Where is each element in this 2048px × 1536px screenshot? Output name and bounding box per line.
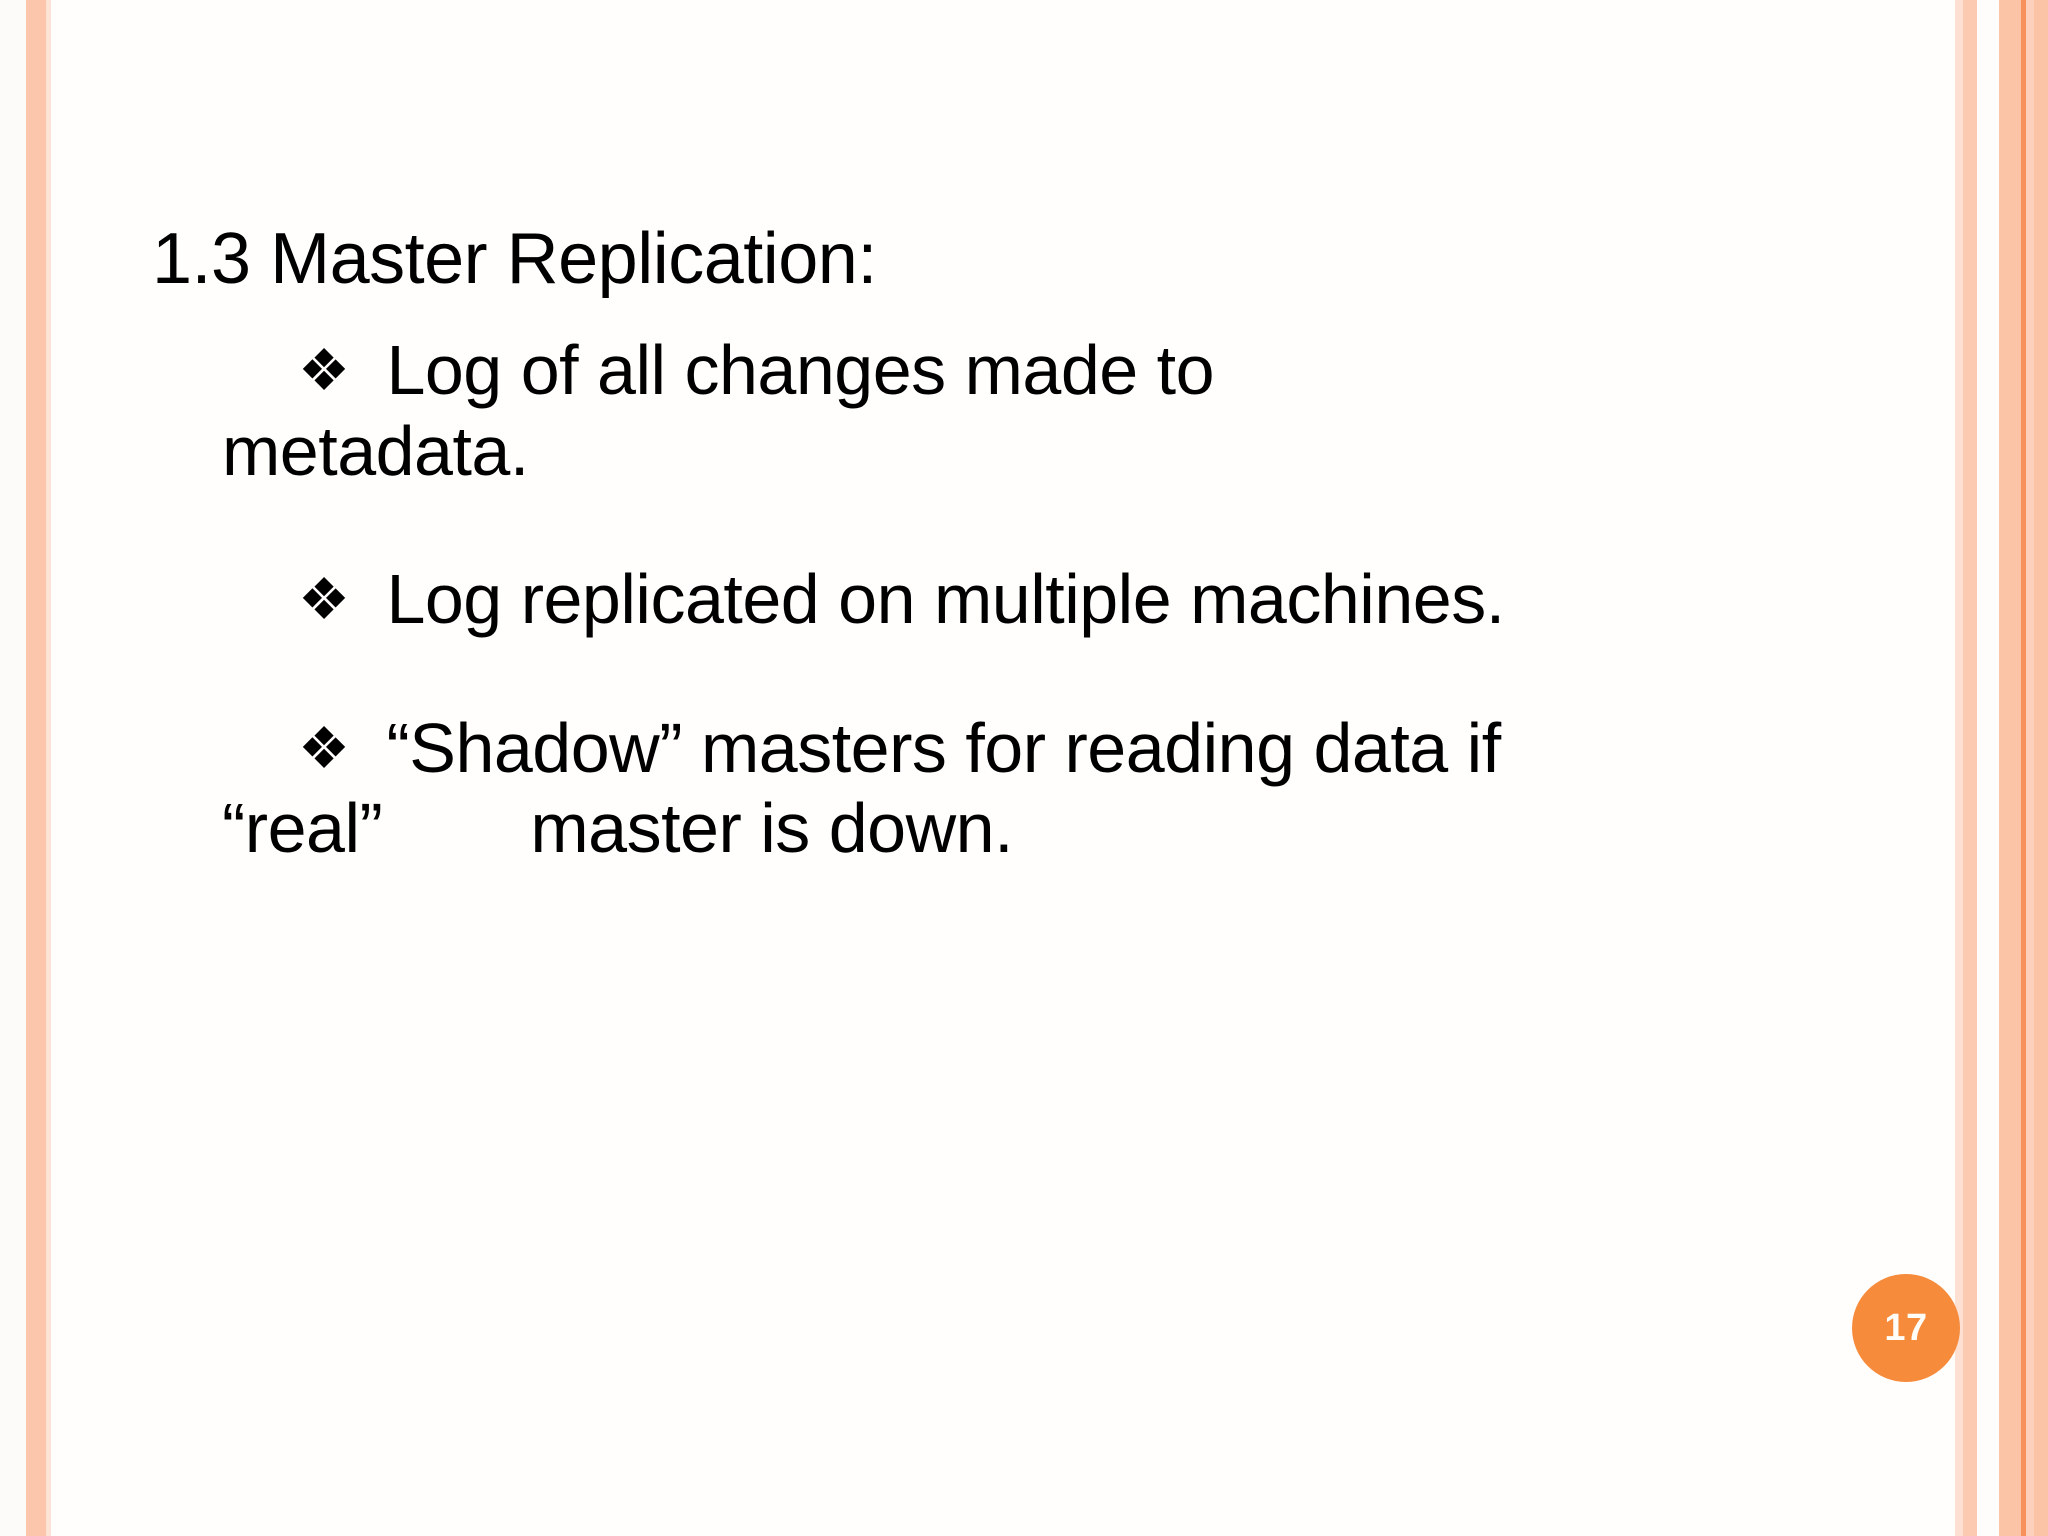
right-stripe-2	[1963, 0, 1977, 1536]
bullet-list: ❖ Log of all changes made to metadata. ❖…	[222, 330, 1532, 869]
bullet-text: Log of all changes made to metadata.	[222, 331, 1233, 490]
bullet-item: ❖ Log replicated on multiple machines.	[222, 559, 1532, 640]
right-stripe-5	[2021, 0, 2026, 1536]
right-stripe-4	[1999, 0, 2021, 1536]
right-stripe-3	[1977, 0, 1999, 1536]
bullet-text: “Shadow” masters for reading data if “re…	[222, 708, 1520, 868]
left-stripe-thin	[46, 0, 51, 1536]
four-diamond-bullet-icon: ❖	[298, 567, 350, 632]
right-stripe-7	[2034, 0, 2048, 1536]
bullet-item: ❖ “Shadow” masters for reading data if “…	[222, 708, 1532, 869]
right-stripe-6	[2026, 0, 2034, 1536]
page-number-badge: 17	[1852, 1274, 1960, 1382]
right-stripe-1	[1955, 0, 1963, 1536]
slide-title: 1.3 Master Replication:	[152, 219, 877, 299]
four-diamond-bullet-icon: ❖	[298, 715, 350, 781]
left-stripe-outer	[0, 0, 26, 1536]
left-stripe-gap	[51, 0, 65, 1536]
bullet-text: Log replicated on multiple machines.	[367, 560, 1505, 638]
left-stripe-main	[26, 0, 46, 1536]
bullet-item: ❖ Log of all changes made to metadata.	[222, 330, 1532, 491]
page-number-text: 17	[1884, 1307, 1928, 1349]
bullet-text-continued: master is down.	[530, 789, 1014, 867]
four-diamond-bullet-icon: ❖	[298, 338, 350, 403]
